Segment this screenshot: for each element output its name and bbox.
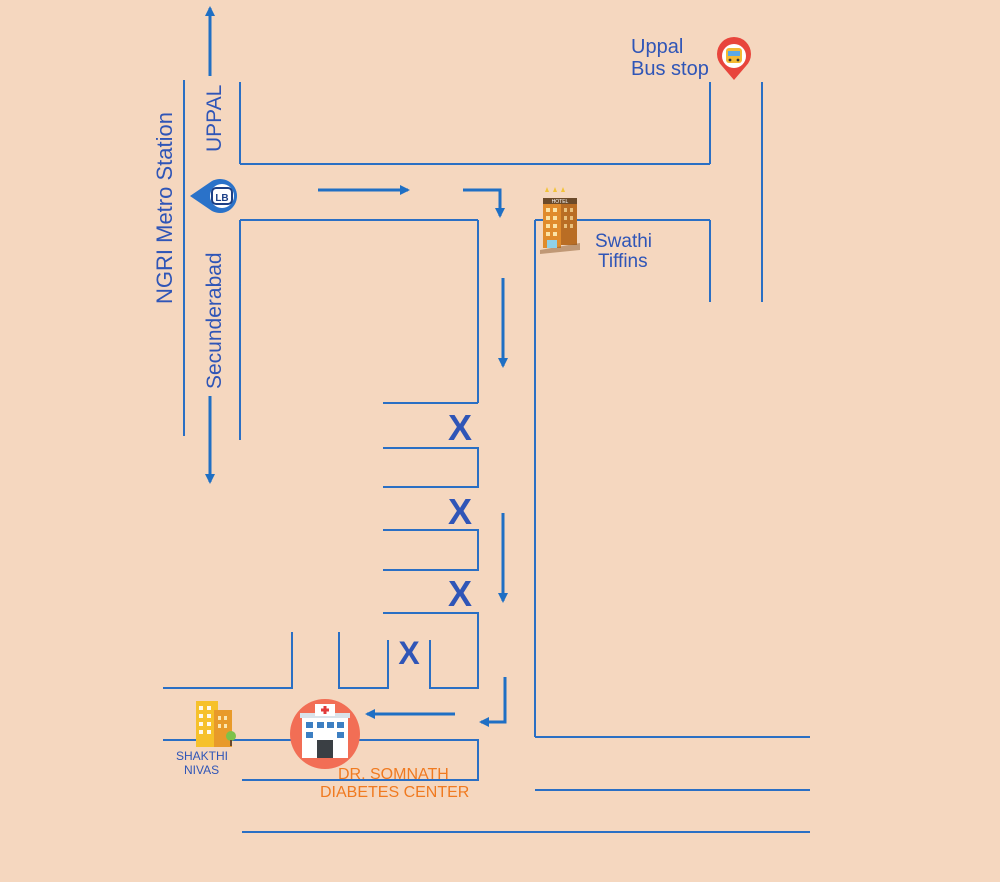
street-labels: Uppal Bus stop NGRI Metro Station UPPAL … xyxy=(152,36,709,777)
hospital-label-line1: DR. SOMNATH xyxy=(338,766,449,783)
uppal-bus-stop-label-line1: Uppal xyxy=(631,36,683,58)
metro-pin-icon: LB xyxy=(190,179,237,213)
ngri-metro-label: NGRI Metro Station xyxy=(152,112,177,304)
blocked-mark-4: X xyxy=(398,635,420,671)
swathi-label-line1: Swathi xyxy=(595,231,652,252)
shakthi-label-line1: SHAKTHI xyxy=(176,749,228,763)
shakthi-label-line2: NIVAS xyxy=(184,763,219,777)
hospital-label-line2: DIABETES CENTER xyxy=(320,784,469,801)
swathi-label-line2: Tiffins xyxy=(598,251,648,272)
bottom-lane-b xyxy=(338,632,389,689)
hospital-icon xyxy=(290,699,360,769)
route-arrows xyxy=(205,6,508,727)
side-lane-3 xyxy=(383,529,479,571)
hotel-building-icon: HOTEL xyxy=(540,187,580,254)
hotel-sign-text: HOTEL xyxy=(552,199,569,205)
bus-stop-pin-icon xyxy=(716,36,751,80)
arrow-turn-down xyxy=(463,188,505,218)
side-lane-4 xyxy=(383,612,479,689)
blocked-mark-3: X xyxy=(448,573,472,614)
metro-badge-text: LB xyxy=(215,193,228,204)
hospital-labels: DR. SOMNATH DIABETES CENTER xyxy=(320,766,469,801)
secunderabad-road-label: Secunderabad xyxy=(203,252,226,389)
arrow-turn-left xyxy=(479,677,507,727)
roads xyxy=(163,80,810,833)
uppal-bus-stop-label-line2: Bus stop xyxy=(631,58,709,80)
apartment-building-icon xyxy=(196,701,236,747)
side-lane-2 xyxy=(383,447,479,488)
uppal-road-label: UPPAL xyxy=(203,85,226,152)
blocked-mark-2: X xyxy=(448,491,472,532)
blocked-marks: X X X X xyxy=(398,407,472,671)
blocked-mark-1: X xyxy=(448,407,472,448)
bottom-lane-a xyxy=(163,632,293,689)
